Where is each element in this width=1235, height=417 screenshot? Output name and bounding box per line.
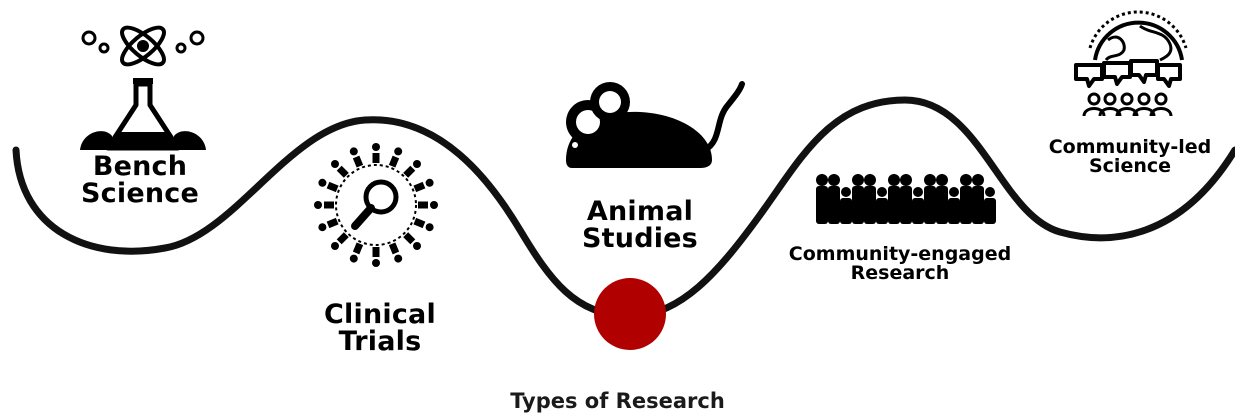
- current-position-marker: [594, 278, 666, 350]
- stage-engaged-line1: Community-engaged: [788, 243, 1012, 265]
- stage-label-animal: Animal Studies: [565, 198, 715, 252]
- stage-engaged-line2: Research: [850, 262, 950, 284]
- crowd-icon: [816, 174, 996, 224]
- diagram-caption: Types of Research: [510, 389, 725, 413]
- mouse-icon: [566, 81, 745, 168]
- stage-label-engaged: Community-engaged Research: [770, 245, 1030, 283]
- stage-clinical-line1: Clinical: [324, 299, 436, 330]
- people-circle-magnifier-icon: [314, 143, 438, 267]
- stage-bench-line1: Bench: [92, 151, 188, 182]
- stage-label-clinical: Clinical Trials: [305, 301, 455, 355]
- stage-led-line1: Community-led: [1048, 136, 1212, 158]
- globe-speech-people-icon: [1074, 10, 1188, 117]
- stage-led-line2: Science: [1088, 155, 1172, 177]
- stage-animal-line2: Studies: [582, 223, 698, 254]
- stage-label-led: Community-led Science: [1040, 138, 1220, 176]
- stage-bench-line2: Science: [81, 178, 199, 209]
- stage-animal-line1: Animal: [586, 196, 694, 227]
- atom-flask-icon: [80, 25, 206, 151]
- stage-label-bench: Bench Science: [70, 153, 210, 207]
- stage-clinical-line2: Trials: [338, 326, 422, 357]
